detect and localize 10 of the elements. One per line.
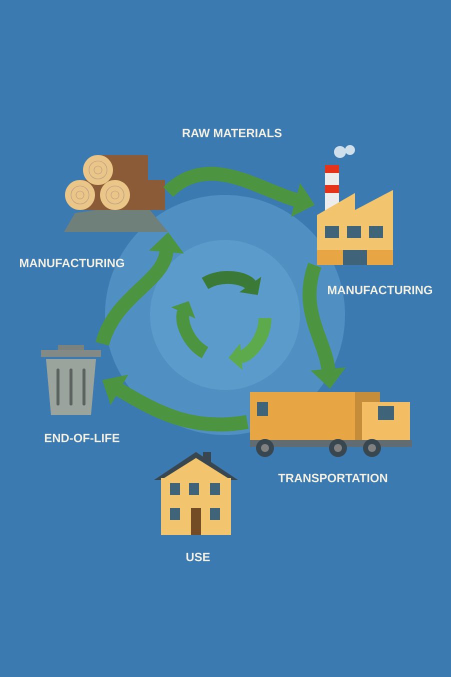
stage-label: MANUFACTURING [328, 286, 432, 294]
truck-drawing [250, 392, 412, 457]
factory-drawing [317, 145, 393, 265]
stage-label: TRANSPORTATION [278, 474, 388, 482]
stage-label: USE [186, 552, 210, 562]
log-pile-drawing [64, 155, 168, 232]
stage-label: MANUFACTURING [20, 258, 124, 268]
trash-can-drawing [41, 345, 101, 415]
stage-label: END-OF-LIFE [44, 434, 120, 442]
stage-label: RAW MATERIALS [182, 128, 282, 138]
